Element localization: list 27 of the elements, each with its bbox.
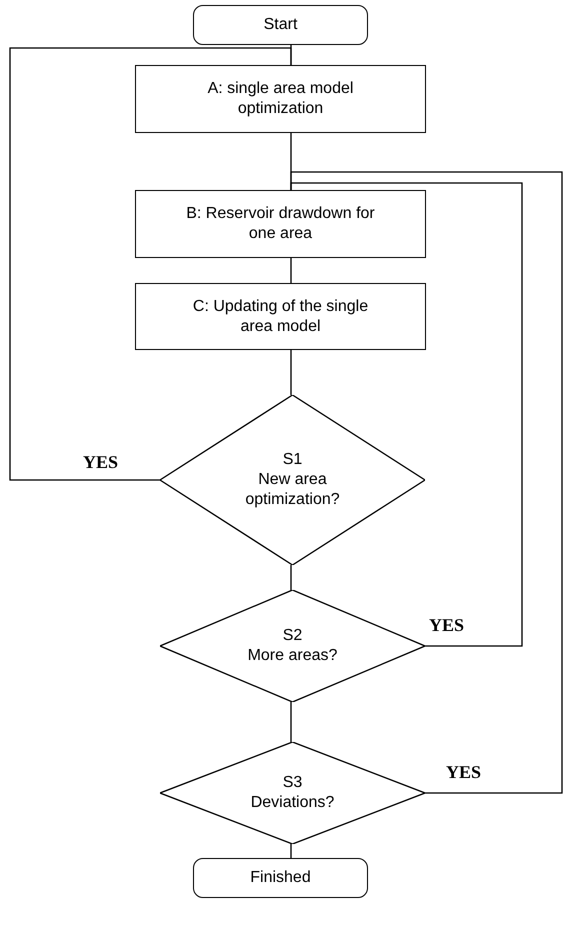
decision-diamond (160, 590, 425, 702)
connector-line (290, 171, 563, 794)
terminal-box (193, 858, 368, 898)
node-text: New area optimization? (244, 470, 341, 510)
decision-diamond (160, 395, 425, 565)
connector-line (290, 702, 292, 742)
node-text: More areas? (248, 646, 338, 666)
node-text: S1 (282, 450, 302, 470)
node-text: Start (264, 15, 298, 35)
node-text: S2 (282, 626, 302, 646)
node-text: B: Reservoir drawdown for one area (186, 204, 375, 244)
process-box (135, 283, 426, 350)
connector-line (9, 47, 292, 481)
node-text: C: Updating of the single area model (192, 296, 370, 336)
connector-line (290, 844, 292, 858)
node-text: A: single area model optimization (206, 79, 354, 119)
connector-line (290, 565, 292, 590)
terminal-box (193, 5, 368, 45)
process-box (135, 190, 426, 258)
decision-diamond (160, 742, 425, 844)
node-text: Deviations? (250, 793, 334, 813)
connector-line (290, 258, 292, 283)
node-text: S3 (282, 773, 302, 793)
process-box (135, 65, 426, 133)
connector-line (290, 182, 523, 647)
connector-line (290, 350, 292, 395)
node-text: Finished (250, 868, 311, 888)
